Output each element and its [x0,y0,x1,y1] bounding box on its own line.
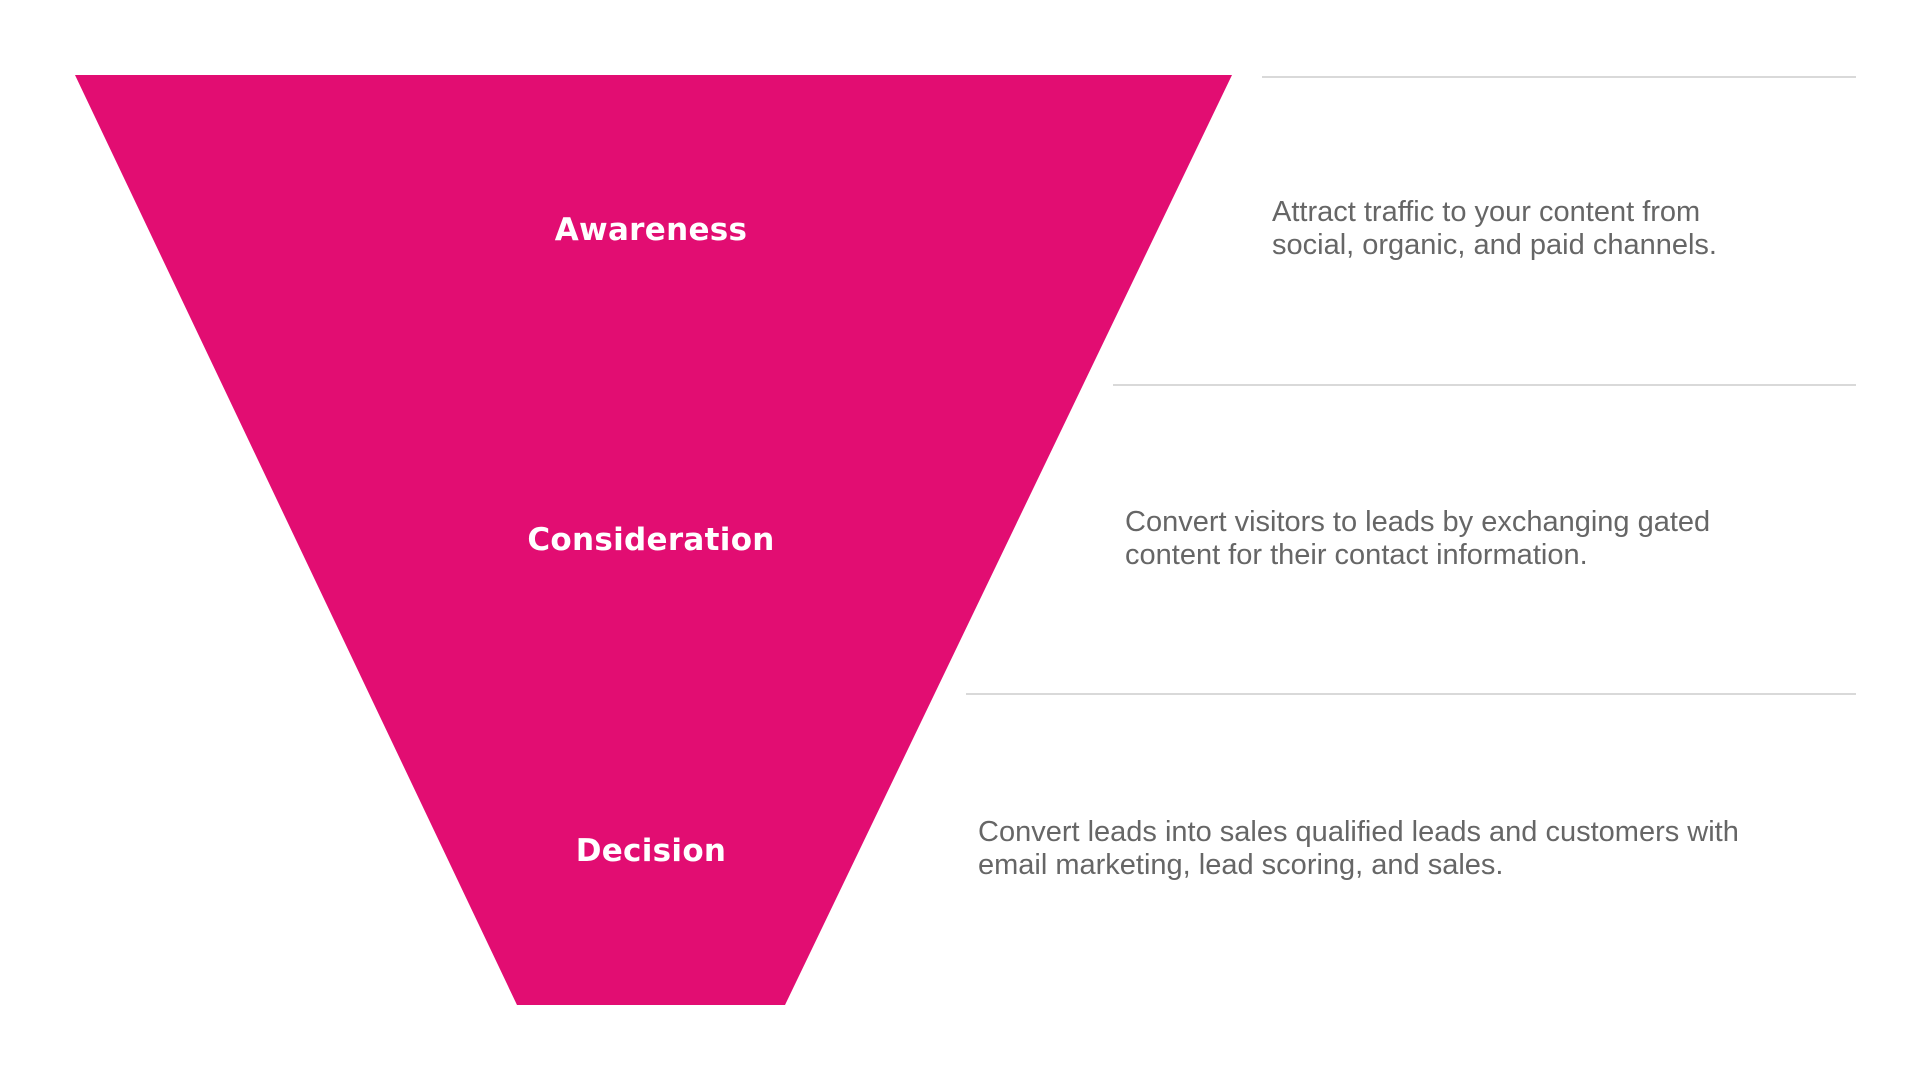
divider-consideration [1113,384,1856,386]
stage-label-decision: Decision [575,833,727,869]
description-line: email marketing, lead scoring, and sales… [978,849,1504,881]
description-line: Convert leads into sales qualified leads… [978,816,1739,848]
description-line: social, organic, and paid channels. [1272,229,1717,261]
description-line: Attract traffic to your content from [1272,196,1701,228]
stage-description-decision: Convert leads into sales qualified leads… [978,816,1739,882]
description-line: Convert visitors to leads by exchanging … [1125,506,1711,538]
stage-label-awareness: Awareness [554,212,748,248]
funnel-polygon [75,75,1232,1005]
stage-description-consideration: Convert visitors to leads by exchanging … [1125,506,1710,572]
stage-label-consideration: Consideration [527,522,775,558]
stage-description-awareness: Attract traffic to your content from soc… [1272,196,1717,262]
description-line: content for their contact information. [1125,539,1588,571]
divider-awareness [1262,76,1856,78]
divider-decision [966,693,1856,695]
